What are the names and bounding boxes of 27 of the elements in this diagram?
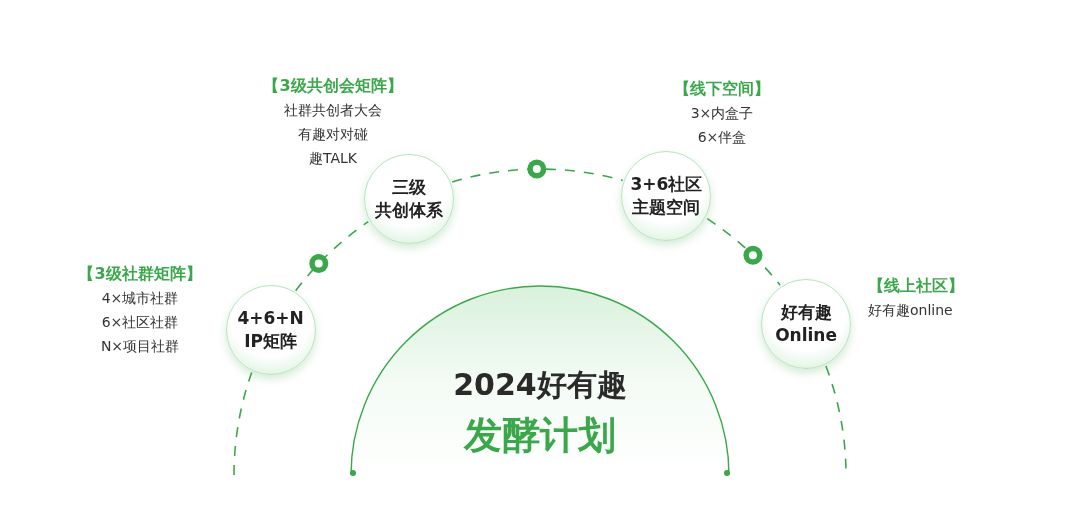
node-label: 三级共创体系 xyxy=(373,175,444,222)
circle-node xyxy=(621,151,712,242)
dashed-arc xyxy=(294,220,370,292)
caption-line: 好有趣online xyxy=(868,301,954,320)
dashed-arc xyxy=(706,217,781,286)
caption-line: N×项目社群 xyxy=(99,337,181,356)
caption-line: 有趣对对碰 xyxy=(297,125,369,144)
caption-line: 社群共创者大会 xyxy=(283,101,383,120)
caption-line: 4×城市社群 xyxy=(100,289,180,308)
caption-heading: 【3级共创会矩阵】 xyxy=(262,75,404,97)
caption-line: 6×社区社群 xyxy=(100,313,180,332)
node-label: 4+6+N IP矩阵 xyxy=(236,306,305,353)
caption-line: 3×内盒子 xyxy=(689,104,755,123)
dashed-arc xyxy=(451,168,624,183)
title-text: 2024好有趣 xyxy=(452,366,628,404)
caption-line: 6×伴盒 xyxy=(696,128,748,147)
caption-heading: 【3级社群矩阵】 xyxy=(77,263,203,285)
node-label: 好有趣 Online xyxy=(774,300,838,347)
caption-line: 趣TALK xyxy=(308,149,358,168)
caption-heading: 【线上社区】 xyxy=(868,275,964,297)
circle-node xyxy=(363,153,454,244)
caption-heading: 【线下空间】 xyxy=(673,78,771,100)
circle-node xyxy=(225,284,316,375)
circle-node xyxy=(761,278,852,369)
node-label: 3+6社区主题空间 xyxy=(629,173,704,220)
subtitle-text: 发酵计划 xyxy=(462,412,617,459)
semicircle-panel xyxy=(350,285,730,475)
